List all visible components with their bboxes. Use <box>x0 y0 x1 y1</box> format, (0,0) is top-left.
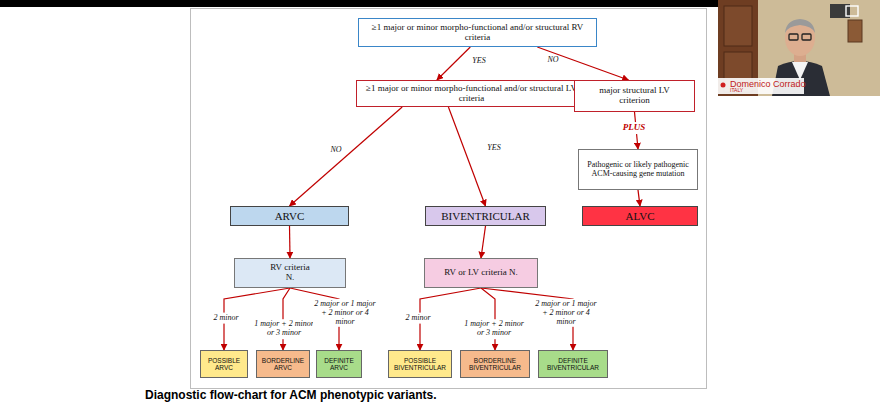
node-text: DEFINITE BIVENTRICULAR <box>541 357 605 371</box>
node-text: POSSIBLE ARVC <box>203 357 245 371</box>
node-text: DEFINITE ARVC <box>319 357 359 371</box>
connector-arrow <box>289 226 291 258</box>
phenotype-box: ARVC <box>230 206 349 226</box>
decision-box: major structural LV criterion <box>574 80 695 112</box>
edge-label: YES <box>472 57 485 66</box>
node-text: RV criteria N. <box>265 263 315 283</box>
node-text: ALVC <box>626 210 655 222</box>
edge-label: YES <box>487 144 500 153</box>
outcome-box: POSSIBLE ARVC <box>200 350 248 378</box>
connector-arrow <box>290 107 403 206</box>
node-text: BORDERLINE ARVC <box>259 357 307 371</box>
slide-frame <box>191 9 707 389</box>
edge-label: 2 minor <box>205 313 247 324</box>
decision-box: ≥1 major or minor morpho-functional and/… <box>358 18 597 47</box>
connector-arrow <box>448 107 485 206</box>
outcome-box: DEFINITE ARVC <box>316 350 362 378</box>
speaker-video <box>718 0 880 96</box>
speaker-country: ITALY <box>730 88 743 93</box>
node-text: ≥1 major or minor morpho-functional and/… <box>362 84 582 104</box>
figure-caption: Diagnostic flow-chart for ACM phenotypic… <box>145 388 437 402</box>
edge-label: NO <box>330 146 341 155</box>
criteria-box: RV or LV criteria N. <box>424 258 538 288</box>
edge-label: 1 major + 2 minor or 3 minor <box>460 319 528 339</box>
edge-label: 2 major or 1 major + 2 minor or 4 minor <box>313 299 377 327</box>
node-text: POSSIBLE BIVENTRICULAR <box>391 357 449 371</box>
outcome-box: POSSIBLE BIVENTRICULAR <box>388 350 452 378</box>
connector-arrow <box>537 47 628 80</box>
node-text: BORDERLINE BIVENTRICULAR <box>463 357 527 371</box>
phenotype-box: BIVENTRICULAR <box>425 206 546 226</box>
top-bar <box>0 0 718 7</box>
edge-label: 2 minor <box>397 313 439 324</box>
decision-box: ≥1 major or minor morpho-functional and/… <box>356 80 587 107</box>
edge-label: NO <box>547 56 558 65</box>
node-text: Pathogenic or likely pathogenic ACM-caus… <box>582 161 694 179</box>
connector-arrow <box>481 226 486 258</box>
phenotype-box: ALVC <box>582 206 698 226</box>
criteria-box: RV criteria N. <box>234 258 346 288</box>
node-text: RV or LV criteria N. <box>444 268 517 278</box>
edge-label: 2 major or 1 major + 2 minor or 4 minor <box>534 299 598 327</box>
edge-label: PLUS <box>622 122 647 134</box>
node-text: ARVC <box>275 210 305 222</box>
condition-box: Pathogenic or likely pathogenic ACM-caus… <box>578 149 698 190</box>
outcome-box: BORDERLINE BIVENTRICULAR <box>460 350 530 378</box>
edge-label: 1 major + 2 minor or 3 minor <box>250 319 318 339</box>
connector-arrow <box>437 47 470 80</box>
outcome-box: DEFINITE BIVENTRICULAR <box>538 350 608 378</box>
connector-arrow <box>638 190 640 206</box>
node-text: major structural LV criterion <box>595 86 675 106</box>
node-text: BIVENTRICULAR <box>441 210 530 222</box>
node-text: ≥1 major or minor morpho-functional and/… <box>365 23 590 43</box>
outcome-box: BORDERLINE ARVC <box>256 350 310 378</box>
